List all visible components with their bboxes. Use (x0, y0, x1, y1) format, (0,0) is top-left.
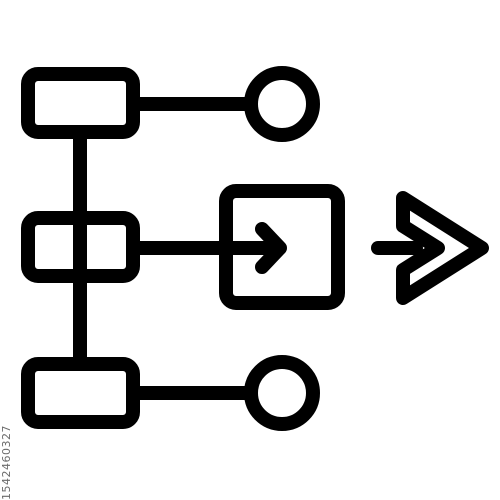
stock-id-watermark: 1542460327 (0, 425, 13, 500)
endpoint-circle-bottom (244, 355, 320, 431)
arrow-square (219, 184, 345, 310)
arrow-head-in-square (255, 222, 287, 274)
endpoint-circle-top (244, 66, 320, 142)
direction-arrow (396, 191, 489, 305)
box-top (21, 67, 140, 139)
box-bottom (21, 357, 140, 429)
